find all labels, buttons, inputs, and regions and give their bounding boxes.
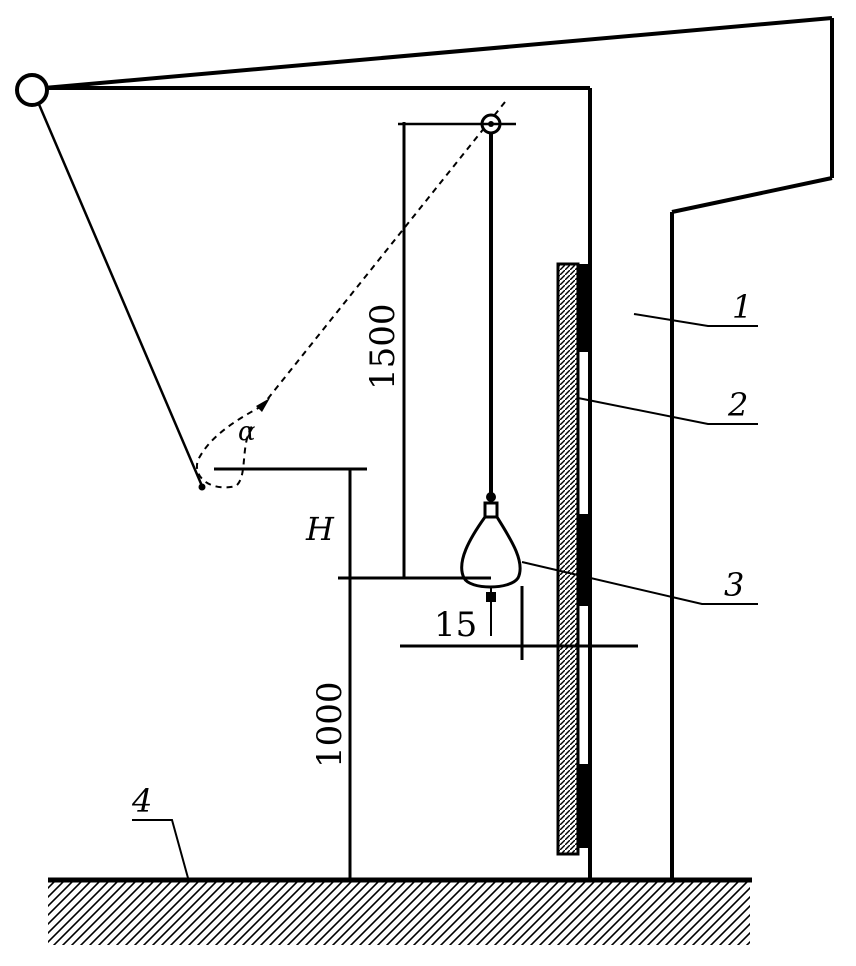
- clamp-bar-middle: [577, 514, 589, 606]
- label-part-2: 2: [727, 386, 748, 424]
- lift-wire: [36, 101, 204, 487]
- label-part-1: 1: [732, 288, 752, 326]
- leader-lines: [132, 313, 758, 879]
- wire-end-dot: [198, 483, 206, 491]
- dimension-15: [400, 586, 638, 660]
- dimension-1000-label: 1000: [310, 681, 350, 768]
- dimension-15-label: 15: [434, 605, 477, 645]
- label-part-4: 4: [131, 782, 152, 820]
- dimension-h-label: H: [305, 510, 335, 548]
- ground: [48, 877, 752, 945]
- dimension-1500-label: 1500: [363, 303, 403, 390]
- impactor-tail-knot: [486, 592, 496, 602]
- glass-pane-assembly: [556, 262, 589, 856]
- label-part-3: 3: [724, 566, 744, 604]
- impactor-bag: [460, 501, 522, 589]
- pivot-circle: [15, 73, 49, 107]
- clamp-bar-lower: [577, 764, 589, 848]
- support-frame: [43, 16, 834, 880]
- clamp-bar-upper: [577, 264, 589, 352]
- glass-pane: [556, 262, 580, 856]
- swing-angle-label: α: [238, 417, 256, 447]
- swing-path: [195, 101, 506, 489]
- swing-arrow-head: [256, 398, 270, 412]
- rod-knot: [486, 492, 496, 502]
- dimension-h: [214, 467, 491, 580]
